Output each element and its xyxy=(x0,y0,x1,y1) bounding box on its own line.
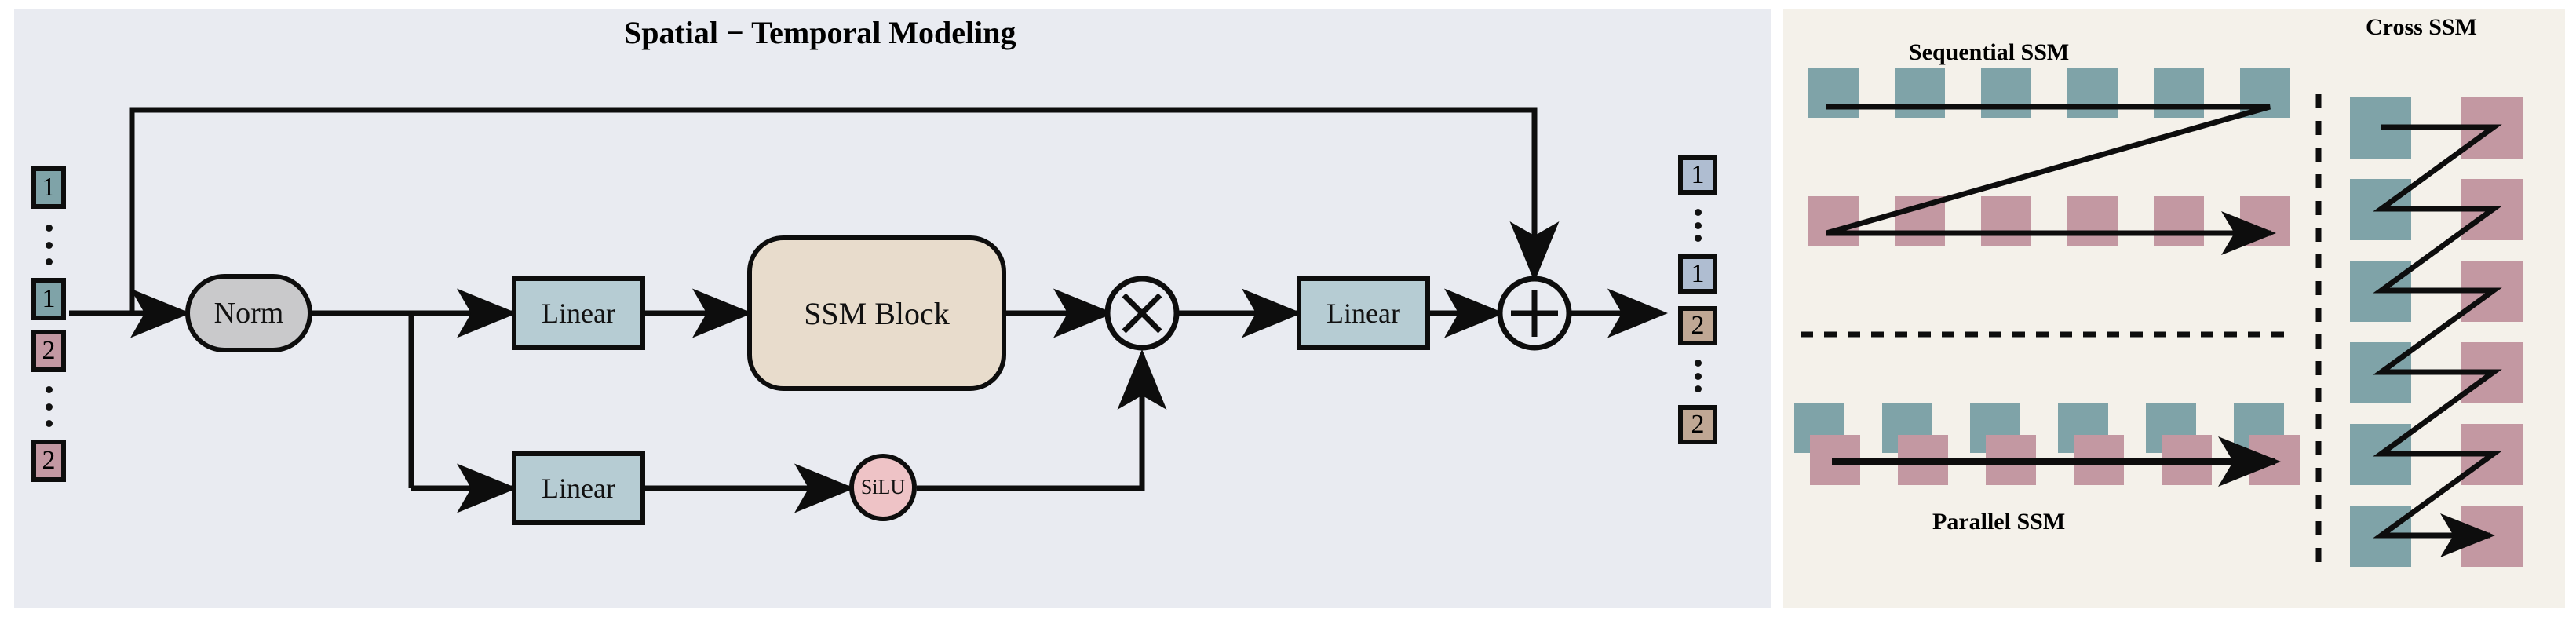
par-bottom-sq-0 xyxy=(1810,435,1860,485)
cross-left-sq-5 xyxy=(2350,506,2411,567)
input-token-2b: 2 xyxy=(31,440,66,482)
par-bottom-sq-5 xyxy=(2249,435,2300,485)
output-token-2a: 2 xyxy=(1678,306,1717,345)
cross-right-sq-4 xyxy=(2461,424,2523,485)
input-token-ellipsis-bottom xyxy=(46,386,53,427)
output-token-2b: 2 xyxy=(1678,405,1717,444)
cross-right-sq-1 xyxy=(2461,179,2523,240)
cross-right-sq-5 xyxy=(2461,506,2523,567)
linear-out-label: Linear xyxy=(1326,298,1400,329)
par-bottom-sq-1 xyxy=(1898,435,1948,485)
output-token-1a: 1 xyxy=(1678,155,1717,195)
seq-top-sq-5 xyxy=(2240,68,2290,118)
ssm-block-label: SSM Block xyxy=(804,295,950,331)
input-token-1b-label: 1 xyxy=(42,284,56,313)
output-token-ellipsis-top xyxy=(1695,209,1702,242)
seq-bottom-sq-0 xyxy=(1808,196,1859,246)
input-token-2a-label: 2 xyxy=(42,336,56,365)
linear-top-label: Linear xyxy=(542,298,615,329)
cross-ssm-title: Cross SSM xyxy=(2366,14,2477,40)
output-token-2a-label: 2 xyxy=(1691,311,1705,340)
input-token-1b: 1 xyxy=(31,278,66,320)
linear-bottom-block[interactable]: Linear xyxy=(512,451,645,525)
cross-right-sq-0 xyxy=(2461,97,2523,159)
seq-top-sq-2 xyxy=(1981,68,2031,118)
output-token-2b-label: 2 xyxy=(1691,410,1705,439)
input-token-2a: 2 xyxy=(31,330,66,372)
linear-top-block[interactable]: Linear xyxy=(512,276,645,350)
silu-block[interactable]: SiLU xyxy=(849,454,917,521)
cross-right-sq-2 xyxy=(2461,261,2523,322)
input-token-ellipsis-top xyxy=(46,225,53,265)
norm-block-label: Norm xyxy=(213,297,284,330)
par-bottom-sq-4 xyxy=(2162,435,2212,485)
parallel-ssm-title: Parallel SSM xyxy=(1932,509,2066,535)
output-token-ellipsis-bottom xyxy=(1695,360,1702,392)
par-bottom-sq-2 xyxy=(1986,435,2036,485)
input-token-1a: 1 xyxy=(31,166,66,209)
cross-left-sq-0 xyxy=(2350,97,2411,159)
page-title: Spatial − Temporal Modeling xyxy=(624,15,1016,50)
cross-right-sq-3 xyxy=(2461,342,2523,403)
input-token-2b-label: 2 xyxy=(42,446,56,475)
output-token-1b: 1 xyxy=(1678,254,1717,294)
norm-block[interactable]: Norm xyxy=(185,274,312,352)
seq-bottom-sq-4 xyxy=(2154,196,2204,246)
seq-top-sq-4 xyxy=(2154,68,2204,118)
ssm-block[interactable]: SSM Block xyxy=(747,235,1006,391)
seq-bottom-sq-3 xyxy=(2067,196,2118,246)
seq-bottom-sq-5 xyxy=(2240,196,2290,246)
cross-left-sq-2 xyxy=(2350,261,2411,322)
output-token-1a-label: 1 xyxy=(1691,160,1705,189)
par-bottom-sq-3 xyxy=(2074,435,2124,485)
seq-top-sq-1 xyxy=(1895,68,1945,118)
linear-bottom-label: Linear xyxy=(542,473,615,504)
cross-left-sq-4 xyxy=(2350,424,2411,485)
seq-bottom-sq-2 xyxy=(1981,196,2031,246)
sequential-ssm-title: Sequential SSM xyxy=(1909,39,2070,65)
seq-top-sq-3 xyxy=(2067,68,2118,118)
output-token-1b-label: 1 xyxy=(1691,259,1705,288)
seq-bottom-sq-1 xyxy=(1895,196,1945,246)
silu-block-label: SiLU xyxy=(860,476,906,498)
cross-left-sq-1 xyxy=(2350,179,2411,240)
seq-top-sq-0 xyxy=(1808,68,1859,118)
linear-out-block[interactable]: Linear xyxy=(1297,276,1430,350)
input-token-1a-label: 1 xyxy=(42,173,56,202)
cross-left-sq-3 xyxy=(2350,342,2411,403)
